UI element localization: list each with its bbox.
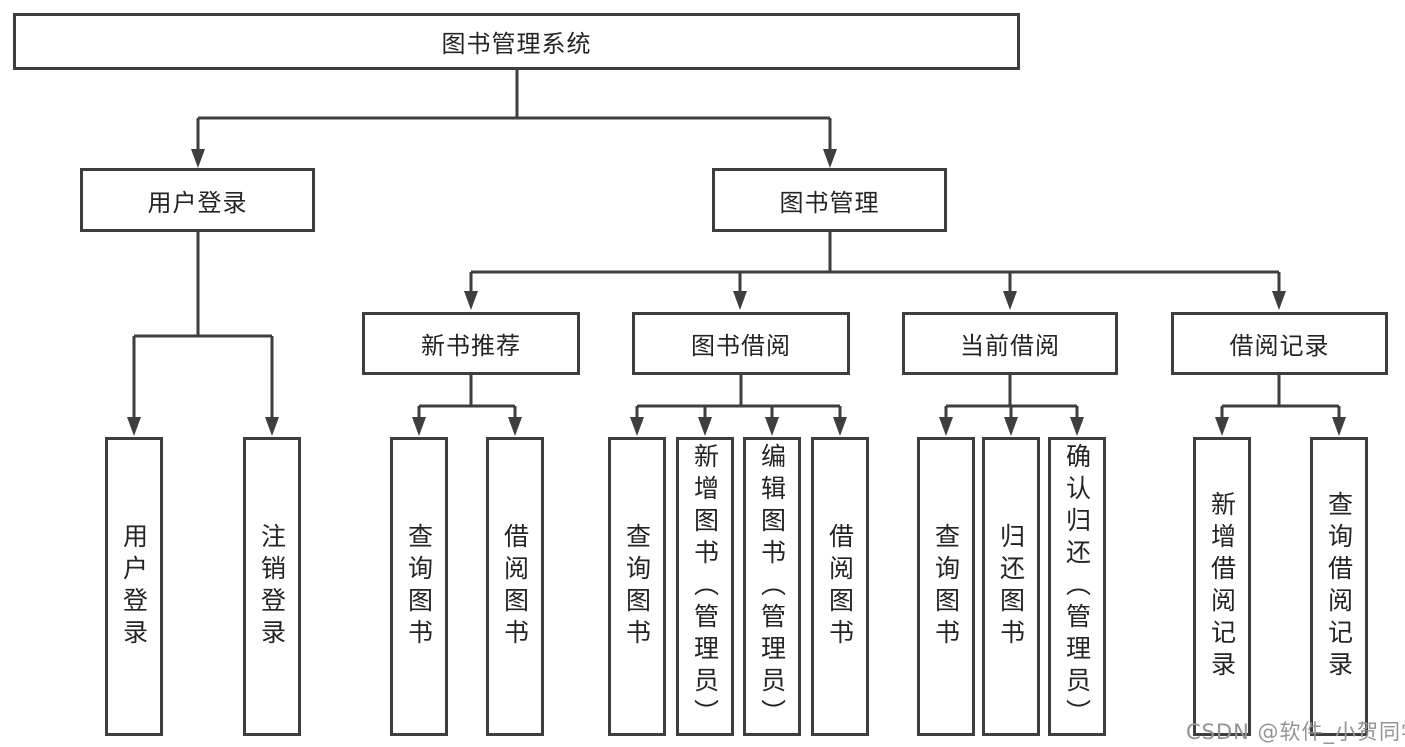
leaf-query-book-borrow: 查询图书 — [608, 437, 666, 736]
node-current-borrow-label: 当前借阅 — [960, 332, 1060, 360]
node-book-management-label: 图书管理 — [779, 188, 880, 217]
leaf-edit-book-admin: 编辑图书（管理员） — [743, 437, 801, 736]
node-user-login: 用户登录 — [80, 168, 315, 232]
leaf-return-book: 归还图书 — [982, 437, 1040, 736]
node-current-borrow: 当前借阅 — [902, 312, 1118, 375]
leaf-query-book-current: 查询图书 — [917, 437, 975, 736]
node-root-label: 图书管理系统 — [441, 30, 592, 58]
node-new-book-recommend-label: 新书推荐 — [421, 332, 521, 360]
leaf-add-borrow-record: 新增借阅记录 — [1193, 437, 1251, 736]
leaf-logout: 注销登录 — [243, 437, 301, 736]
csdn-watermark: CSDN @软件_小贺同学 — [1186, 720, 1405, 744]
node-user-login-label: 用户登录 — [147, 188, 248, 217]
leaf-query-book-recommend: 查询图书 — [390, 437, 448, 736]
node-new-book-recommend: 新书推荐 — [362, 312, 580, 375]
leaf-user-login: 用户登录 — [105, 437, 163, 736]
leaf-add-book-admin: 新增图书（管理员） — [676, 437, 734, 736]
leaf-borrow-book-recommend: 借阅图书 — [486, 437, 544, 736]
node-root: 图书管理系统 — [13, 13, 1020, 70]
node-borrow-records-label: 借阅记录 — [1229, 332, 1330, 360]
leaf-confirm-return-admin: 确认归还（管理员） — [1048, 437, 1106, 736]
node-book-management: 图书管理 — [712, 168, 947, 232]
leaf-borrow-book: 借阅图书 — [811, 437, 869, 736]
leaf-query-borrow-record: 查询借阅记录 — [1310, 437, 1368, 736]
node-book-borrow: 图书借阅 — [632, 312, 850, 375]
node-book-borrow-label: 图书借阅 — [691, 332, 791, 360]
node-borrow-records: 借阅记录 — [1171, 312, 1388, 375]
